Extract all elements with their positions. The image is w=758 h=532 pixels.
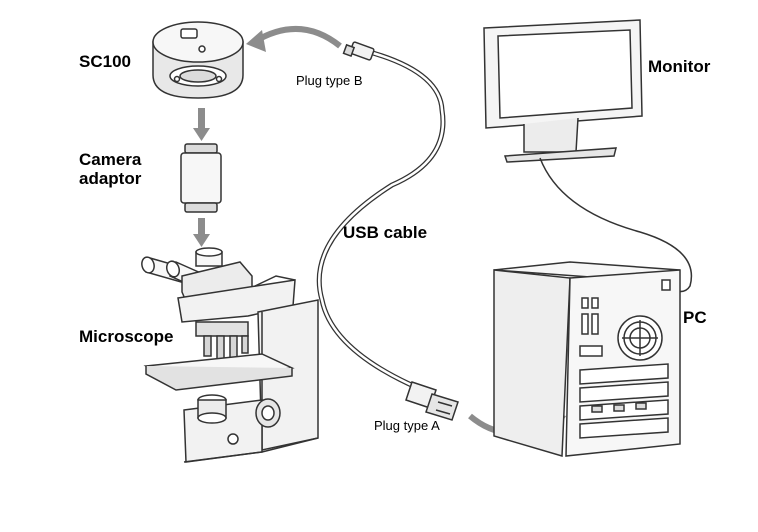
- camera-adaptor-label: Camera adaptor: [79, 150, 142, 188]
- pc-tower: [493, 261, 681, 457]
- curved-arrow-plug-b-head: [246, 30, 266, 52]
- plug-type-a-label: Plug type A: [374, 418, 440, 433]
- microscope-label: Microscope: [79, 327, 174, 346]
- usb-cable: [316, 47, 446, 391]
- sc100-label: SC100: [79, 52, 131, 71]
- monitor-label: Monitor: [648, 57, 711, 76]
- monitor-cable: [539, 157, 693, 293]
- plug-type-a: [405, 381, 459, 421]
- pc-label: PC: [683, 308, 707, 327]
- arrow-adaptor-to-microscope: [193, 218, 210, 247]
- camera-adaptor: [180, 143, 222, 213]
- usb-cable-label: USB cable: [343, 223, 428, 242]
- microscope: [141, 247, 319, 463]
- camera-adaptor-label-line2: adaptor: [79, 168, 142, 188]
- camera-adaptor-label-line1: Camera: [79, 150, 142, 169]
- curved-arrow-plug-b: [252, 26, 342, 49]
- monitor: [483, 19, 643, 163]
- sc100-camera: [152, 21, 244, 99]
- plug-type-b: [342, 41, 375, 61]
- plug-type-b-label: Plug type B: [296, 73, 363, 88]
- arrow-camera-to-adaptor: [193, 108, 210, 141]
